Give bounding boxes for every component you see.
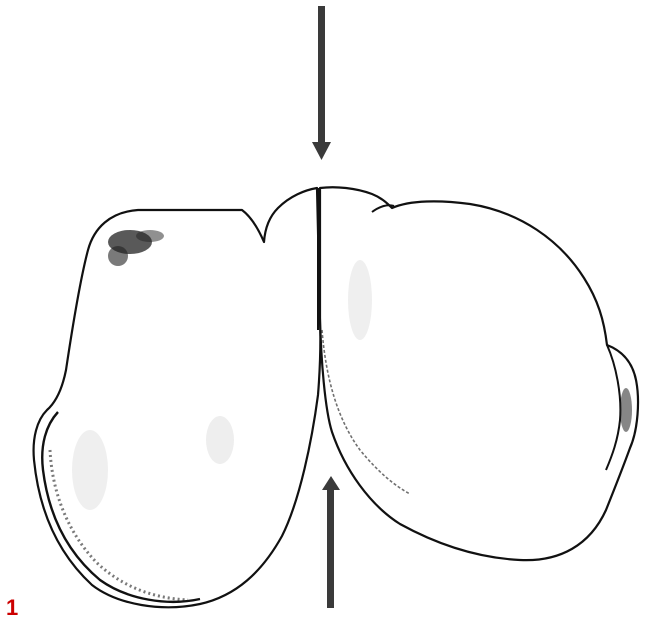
right-lobe-outline bbox=[320, 187, 638, 560]
top-arrow bbox=[312, 6, 331, 160]
bottom-arrow bbox=[322, 476, 340, 608]
left-lobe-outline bbox=[34, 188, 321, 607]
figure-number: 1 bbox=[6, 597, 18, 619]
